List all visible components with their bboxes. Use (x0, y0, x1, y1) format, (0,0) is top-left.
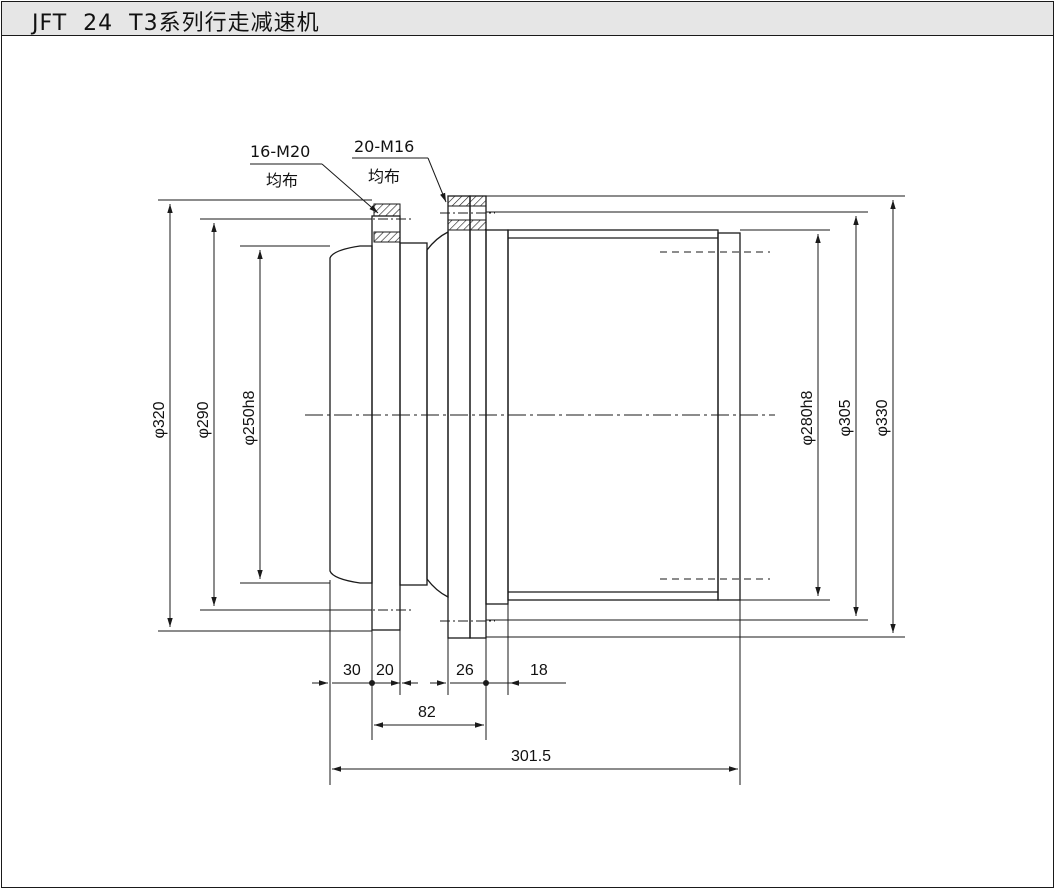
callout-16-m20: 16-M20 (250, 142, 310, 161)
right-flange (469, 195, 487, 639)
callout-leaders (250, 157, 447, 214)
dim-301-5: 301.5 (511, 748, 551, 765)
dim-30: 30 (343, 662, 361, 679)
right-diameter-dims (486, 195, 905, 638)
dim-26: 26 (456, 662, 474, 679)
callout-20-m16-note: 均布 (368, 167, 400, 186)
end-cap (717, 232, 741, 601)
bolt-hatch-lower-left (373, 231, 401, 243)
centre-lines (305, 212, 775, 622)
bearing-ring (447, 195, 471, 639)
dim-phi290: φ290 (195, 401, 212, 438)
title-bar: JFT 24 T3系列行走减速机 (2, 2, 1053, 36)
dim-phi330: φ330 (874, 399, 891, 436)
dim-18: 18 (530, 662, 548, 679)
reducer-body (329, 195, 741, 639)
left-diameter-dims (158, 199, 372, 632)
hub-step (485, 229, 509, 605)
callout-20-m16: 20-M16 (354, 137, 414, 156)
bolt-hatch-lower-right (447, 219, 487, 231)
left-flange (371, 215, 401, 631)
bolt-hatch-upper-right (447, 195, 487, 207)
callout-16-m20-note: 均布 (266, 171, 298, 190)
bolt-sections (373, 195, 487, 243)
dim-phi320: φ320 (151, 401, 168, 438)
dim-82: 82 (418, 704, 436, 721)
dim-phi305: φ305 (837, 399, 854, 436)
axial-dims (312, 580, 741, 785)
neck (399, 242, 428, 586)
bolt-hatch-upper-left (373, 203, 401, 217)
dim-phi250h8: φ250h8 (241, 390, 258, 445)
dim-dots (369, 680, 489, 686)
drawing-title: JFT 24 T3系列行走减速机 (32, 11, 320, 36)
dim-20: 20 (376, 662, 394, 679)
dim-phi280h8: φ280h8 (799, 390, 816, 445)
